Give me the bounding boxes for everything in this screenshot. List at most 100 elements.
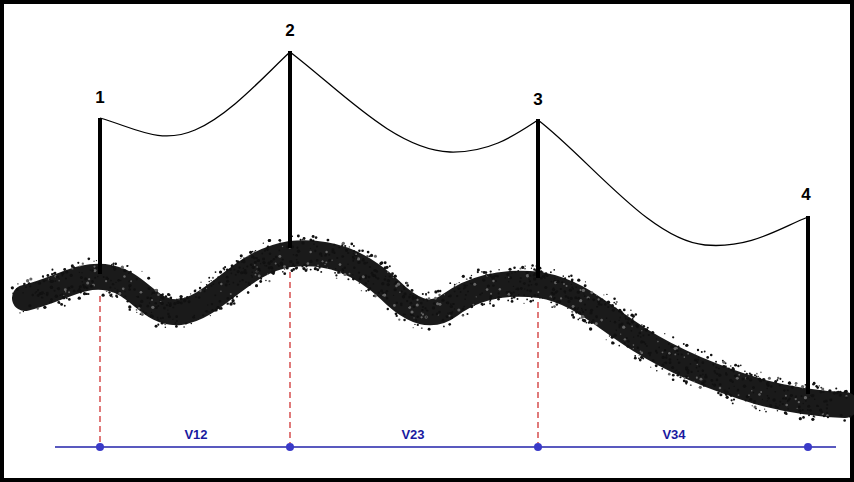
terrain-speck <box>767 382 770 385</box>
terrain-speck <box>385 276 386 277</box>
terrain-speck <box>269 252 271 254</box>
terrain-speck <box>322 260 324 262</box>
terrain-speck <box>254 261 257 264</box>
terrain-speck <box>767 395 769 397</box>
terrain-speck <box>226 280 229 283</box>
terrain-speck <box>526 299 528 301</box>
terrain-speck <box>627 314 629 316</box>
terrain-speck <box>483 271 486 274</box>
terrain-speck <box>704 384 706 386</box>
terrain-speck <box>620 317 621 318</box>
poles <box>100 51 808 394</box>
terrain-speck <box>697 359 699 361</box>
terrain-speck <box>540 277 543 280</box>
terrain-speck <box>236 295 238 297</box>
terrain-speck <box>358 249 361 252</box>
terrain-speck <box>640 356 643 359</box>
terrain-speck <box>585 281 586 282</box>
terrain-speck <box>432 306 435 309</box>
terrain-speck <box>489 301 490 302</box>
terrain-speck <box>175 315 178 318</box>
terrain-speck <box>36 291 38 293</box>
terrain-speck <box>50 298 53 301</box>
terrain-speck <box>646 329 648 331</box>
terrain-speck <box>219 300 222 303</box>
terrain-speck <box>596 296 597 297</box>
terrain-speck <box>795 382 798 385</box>
terrain-speck <box>399 291 401 293</box>
terrain-speck <box>116 296 118 298</box>
terrain-speck <box>243 271 246 274</box>
terrain-speck <box>678 362 681 365</box>
terrain-speck <box>750 374 753 377</box>
terrain-speck <box>788 381 791 384</box>
terrain-speck <box>751 390 753 392</box>
terrain-speck <box>255 274 257 276</box>
terrain-speck <box>186 296 189 299</box>
terrain-speck <box>746 377 749 380</box>
terrain-speck <box>293 254 294 255</box>
terrain-speck <box>387 279 390 282</box>
terrain-speck <box>766 382 769 385</box>
pole-number: 4 <box>801 186 810 203</box>
terrain-speck <box>470 283 471 284</box>
terrain-speck <box>372 274 375 277</box>
terrain-speck <box>734 375 736 377</box>
terrain-speck <box>163 307 166 310</box>
terrain-speck <box>359 278 362 281</box>
terrain-speck <box>296 266 298 268</box>
terrain-speck <box>506 273 509 276</box>
terrain-speck <box>490 270 492 272</box>
terrain-speck <box>587 296 590 299</box>
terrain-speck <box>296 247 298 249</box>
terrain-speck <box>265 280 267 282</box>
terrain-speck <box>167 293 170 296</box>
terrain-speck <box>462 314 465 317</box>
terrain-speck <box>632 318 634 320</box>
terrain-speck <box>403 313 405 315</box>
terrain-speck <box>335 274 337 276</box>
terrain-speck <box>606 294 607 295</box>
terrain-speck <box>798 401 800 403</box>
terrain-speck <box>248 283 251 286</box>
terrain-speck <box>411 289 414 292</box>
terrain-speck <box>219 308 221 310</box>
terrain-speck <box>506 291 509 294</box>
terrain-speck <box>230 273 232 275</box>
terrain-speck <box>801 395 803 397</box>
terrain-speck <box>738 374 740 376</box>
terrain-speck <box>327 268 328 269</box>
terrain-speck <box>823 415 825 417</box>
terrain-speck <box>51 280 54 283</box>
terrain-speck <box>762 378 765 381</box>
terrain-speck <box>297 250 300 253</box>
terrain-speck <box>556 300 559 303</box>
terrain-speck <box>246 265 248 267</box>
terrain-speck <box>656 370 658 372</box>
terrain-speck <box>43 306 46 309</box>
terrain-speck <box>844 390 847 393</box>
terrain-speck <box>693 381 694 382</box>
terrain-speck <box>262 258 265 261</box>
terrain-speck <box>59 295 60 296</box>
terrain-speck <box>481 292 483 294</box>
terrain-speck <box>425 293 427 295</box>
terrain-speck <box>275 263 277 265</box>
terrain-speck <box>719 383 722 386</box>
terrain-speck <box>128 284 131 287</box>
terrain-speck <box>316 259 319 262</box>
terrain-speck <box>353 253 354 254</box>
terrain-speck <box>403 292 406 295</box>
terrain-speck <box>655 350 657 352</box>
terrain-speck <box>698 365 700 367</box>
terrain-speck <box>444 294 445 295</box>
terrain-speck <box>80 291 82 293</box>
terrain-speck <box>782 381 784 383</box>
terrain-speck <box>263 242 264 243</box>
terrain-speck <box>788 382 790 384</box>
terrain-speck <box>568 275 570 277</box>
terrain-speck <box>753 392 755 394</box>
terrain-speck <box>359 282 360 283</box>
terrain-speck <box>93 265 95 267</box>
terrain-speck <box>325 261 327 263</box>
